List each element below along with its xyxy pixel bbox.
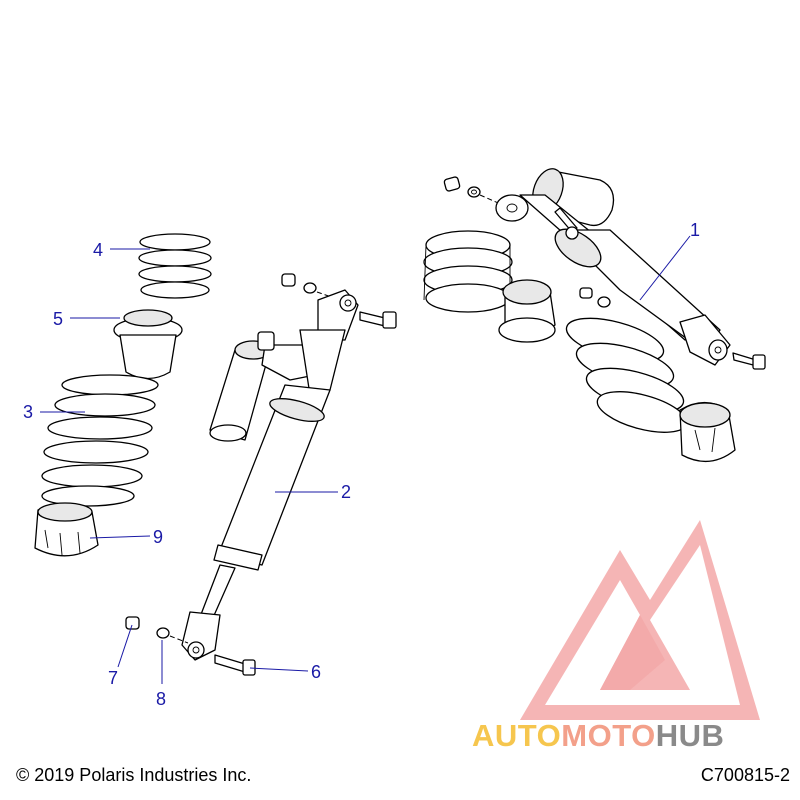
callout-7: 7 — [108, 668, 118, 688]
callout-6: 6 — [311, 662, 321, 682]
left-spring-stack — [34, 233, 212, 557]
crossover-collar — [113, 309, 183, 380]
main-spring — [41, 374, 159, 507]
callout-4: 4 — [93, 240, 103, 260]
right-shock-assembly — [423, 168, 766, 462]
callout-2: 2 — [341, 482, 351, 502]
spring-cup — [34, 502, 99, 557]
copyright-text: © 2019 Polaris Industries Inc. — [16, 765, 252, 785]
callout-labels: 1 2 3 4 5 6 7 8 9 — [23, 220, 700, 709]
callout-5: 5 — [53, 309, 63, 329]
leader-lines — [40, 235, 691, 684]
callout-9: 9 — [153, 527, 163, 547]
upper-nut-right — [443, 176, 481, 198]
watermark-auto: AUTO — [472, 718, 562, 753]
shock-body-right — [495, 194, 731, 366]
spring-upper-right — [423, 230, 513, 313]
spring-lower-right — [565, 317, 688, 433]
spring-seat-right — [498, 279, 556, 343]
lower-nut-right — [579, 287, 611, 308]
watermark-text: AUTOMOTOHUB — [472, 718, 724, 754]
diagram-code: C700815-2 — [700, 765, 790, 785]
tender-spring — [138, 233, 212, 299]
callout-3: 3 — [23, 402, 33, 422]
automotohub-logo — [520, 520, 760, 720]
shock-absorber-middle — [125, 273, 397, 676]
callout-8: 8 — [156, 689, 166, 709]
bottom-cup-right — [679, 401, 736, 462]
watermark-hub: HUB — [655, 718, 725, 753]
callout-1: 1 — [690, 220, 700, 240]
watermark-moto: MOTO — [561, 718, 656, 753]
